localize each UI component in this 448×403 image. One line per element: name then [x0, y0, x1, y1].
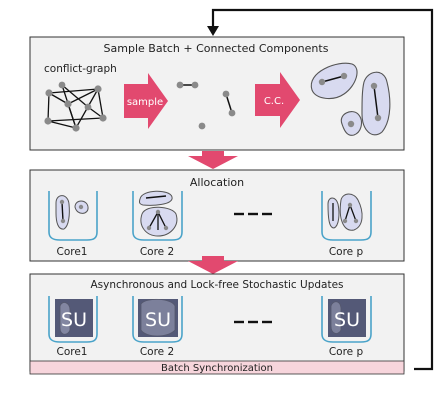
core1-label-updates: Core1 [57, 346, 88, 358]
connected-components [310, 62, 391, 136]
panel2-title: Allocation [190, 176, 244, 189]
batch-sync-bar [29, 360, 405, 375]
down-arrow-1 [188, 151, 238, 169]
corep-su-cup: SU [321, 296, 372, 343]
panel-sample-batch: Sample Batch + Connected Components conf… [29, 36, 405, 151]
cc-arrow: C.C. [255, 72, 300, 128]
conflict-graph-label: conflict-graph [44, 63, 117, 75]
core2-su-cup: SU [132, 296, 183, 343]
conflict-graph-nodes [44, 81, 107, 132]
sample-arrow: sample [124, 73, 168, 129]
corep-su-label: SU [334, 309, 360, 331]
corep-allocation-cup [321, 191, 372, 241]
core2-label-updates: Core 2 [140, 346, 174, 358]
cc-arrow-label: C.C. [264, 96, 284, 107]
corep-label-allocation: Core p [329, 246, 364, 258]
down-arrow-2 [188, 256, 238, 274]
core2-allocation-cup [132, 190, 183, 241]
corep-label-updates: Core p [329, 346, 364, 358]
core1-su-label: SU [61, 309, 87, 331]
core1-label-allocation: Core1 [57, 246, 88, 258]
sample-arrow-label: sample [127, 97, 163, 108]
panel-allocation: Allocation Core1 Core 2 [29, 169, 405, 262]
core1-su-cup: SU [48, 296, 98, 343]
batch-sync-label: Batch Synchronization [161, 363, 273, 374]
core2-label-allocation: Core 2 [140, 246, 174, 258]
core2-su-label: SU [145, 309, 171, 331]
core1-allocation-cup [48, 191, 98, 241]
panel3-title: Asynchronous and Lock-free Stochastic Up… [90, 279, 343, 291]
panel-stochastic-updates: Asynchronous and Lock-free Stochastic Up… [29, 273, 405, 375]
panel1-title: Sample Batch + Connected Components [104, 42, 329, 55]
sampled-graph [176, 81, 236, 130]
feedback-loop-arrow [207, 8, 434, 371]
